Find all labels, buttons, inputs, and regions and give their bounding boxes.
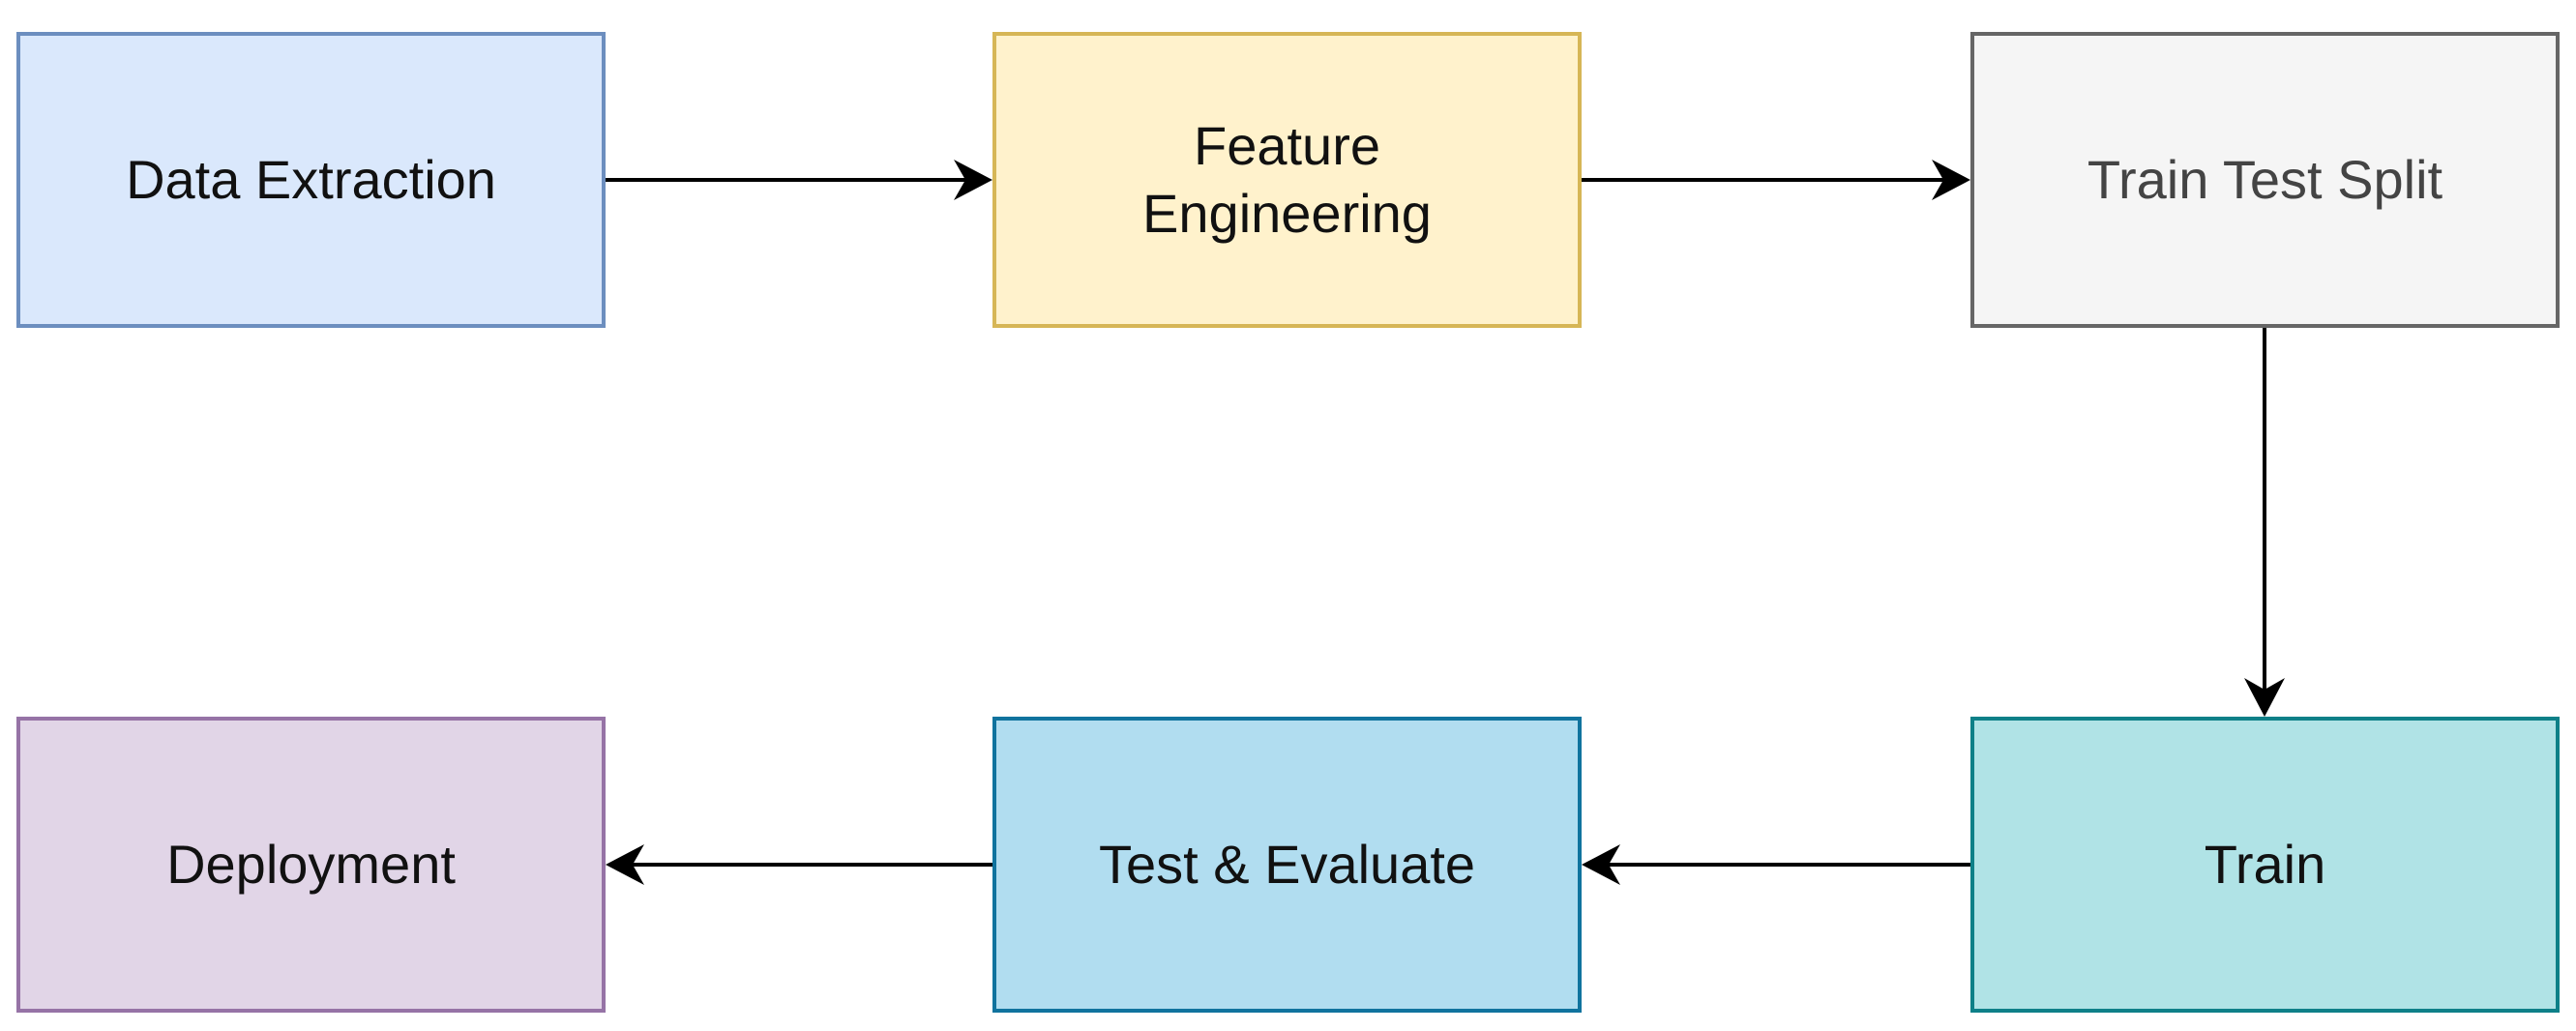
arrowhead-into-feature-engineering: [954, 160, 992, 200]
node-label-train-test-split: Train Test Split: [2087, 149, 2443, 210]
node-test-evaluate: Test & Evaluate: [992, 717, 1582, 1013]
arrowhead-into-deployment: [606, 844, 644, 885]
arrowhead-into-train: [2244, 678, 2285, 717]
node-train: Train: [1970, 717, 2560, 1013]
node-label-data-extraction: Data Extraction: [126, 149, 496, 210]
node-feature-engineering: Feature Engineering: [992, 32, 1582, 328]
arrowhead-into-train-test-split: [1932, 160, 1970, 200]
node-label-train: Train: [2204, 834, 2326, 895]
node-label-feature-engineering: Feature Engineering: [1142, 115, 1432, 244]
node-label-test-evaluate: Test & Evaluate: [1098, 834, 1476, 895]
node-label-deployment: Deployment: [166, 834, 456, 895]
node-data-extraction: Data Extraction: [16, 32, 606, 328]
node-train-test-split: Train Test Split: [1970, 32, 2560, 328]
arrowhead-into-test-evaluate: [1582, 844, 1620, 885]
node-deployment: Deployment: [16, 717, 606, 1013]
